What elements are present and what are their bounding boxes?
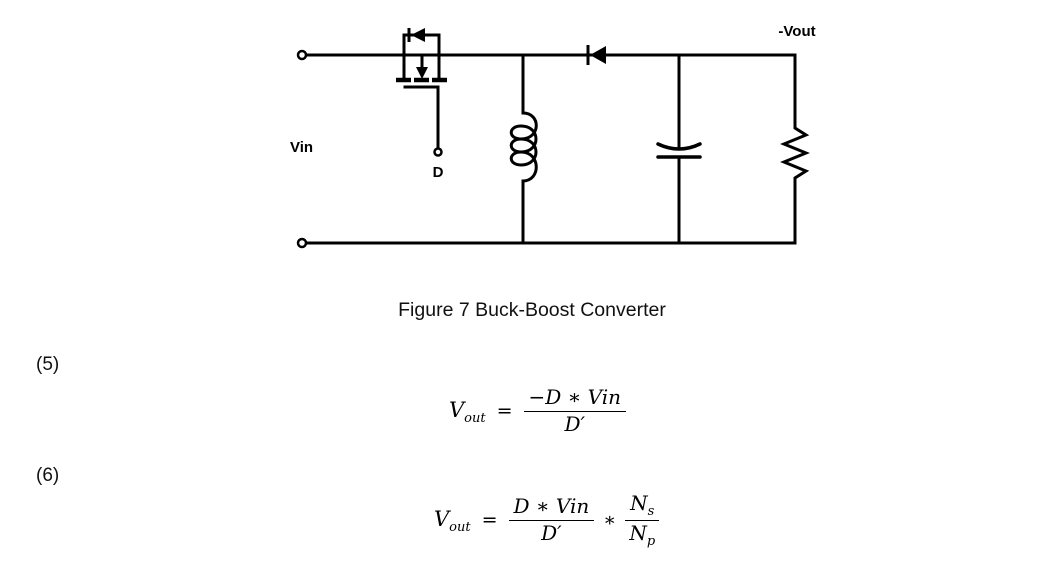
fraction: D ∗ Vin D′ bbox=[508, 495, 595, 545]
capacitor-icon bbox=[656, 142, 702, 159]
equation-5: Vout = −D ∗ Vin D′ bbox=[449, 386, 627, 436]
figure-caption: Figure 7 Buck-Boost Converter bbox=[398, 299, 666, 321]
equals-sign: = bbox=[496, 400, 513, 422]
equation-5-number: (5) bbox=[36, 354, 60, 375]
equation-5-lhs: Vout bbox=[449, 398, 486, 425]
equation-6-number: (6) bbox=[36, 465, 60, 486]
fraction-denominator: D′ bbox=[564, 412, 586, 436]
mosfet-arrow bbox=[416, 67, 428, 79]
variable-base: N bbox=[629, 521, 647, 545]
fraction-numerator: Ns bbox=[625, 491, 660, 521]
diode-arrow bbox=[590, 46, 606, 64]
variable-base: V bbox=[434, 506, 450, 531]
inductor-icon bbox=[509, 111, 538, 183]
capacitor-curved-plate bbox=[656, 142, 702, 151]
fraction-numerator: D ∗ Vin bbox=[508, 495, 595, 521]
fraction: −D ∗ Vin D′ bbox=[523, 386, 627, 436]
load-branch-resistor-icon bbox=[780, 53, 810, 245]
variable-subscript: s bbox=[647, 504, 655, 519]
vin-label: Vin bbox=[290, 139, 313, 156]
equals-sign: = bbox=[481, 509, 498, 531]
variable-subscript: out bbox=[464, 410, 486, 426]
variable-subscript: p bbox=[646, 534, 656, 549]
multiply-operator: ∗ bbox=[603, 509, 617, 531]
fraction-denominator: Np bbox=[629, 521, 656, 549]
gate-drive-label: D bbox=[433, 164, 444, 181]
vout-label: -Vout bbox=[778, 23, 815, 40]
variable-base: V bbox=[449, 397, 465, 422]
buck-boost-circuit-figure: Vin D -Vout bbox=[290, 23, 816, 249]
equation-6: Vout = D ∗ Vin D′ ∗ Ns Np bbox=[434, 491, 660, 549]
wires bbox=[304, 53, 810, 245]
input-terminal-top-icon bbox=[296, 49, 308, 61]
diode-icon bbox=[586, 45, 606, 65]
mosfet-icon bbox=[396, 28, 447, 150]
fraction-denominator: D′ bbox=[541, 521, 562, 545]
equation-6-lhs: Vout bbox=[434, 507, 471, 534]
input-terminal-bottom-icon bbox=[296, 237, 308, 249]
gate-terminal-icon bbox=[433, 147, 443, 157]
variable-base: N bbox=[630, 491, 648, 515]
fraction-numerator: −D ∗ Vin bbox=[523, 386, 627, 412]
body-diode-arrow bbox=[411, 28, 425, 42]
turns-ratio-fraction: Ns Np bbox=[625, 491, 660, 549]
body-diode-icon bbox=[407, 28, 425, 42]
variable-subscript: out bbox=[449, 519, 471, 535]
